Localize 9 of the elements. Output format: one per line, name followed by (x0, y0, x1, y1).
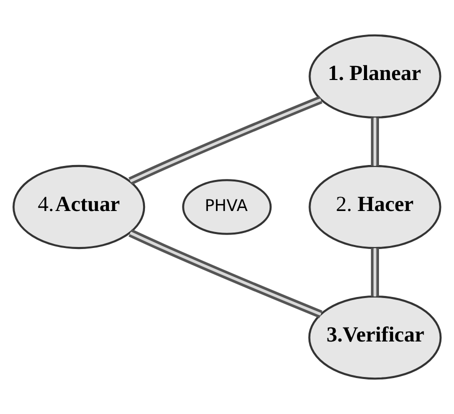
connector (128, 229, 322, 318)
node-ellipse: 3.Verificar (308, 296, 442, 380)
connector (370, 118, 379, 166)
connector (370, 248, 379, 296)
node-ellipse: 1. Planear (308, 34, 442, 118)
connector (128, 96, 322, 185)
node-ellipse: 4.Actuar (12, 164, 146, 250)
node-ellipse: 2. Hacer (308, 164, 442, 250)
node-ellipse: PHVA (182, 179, 272, 235)
